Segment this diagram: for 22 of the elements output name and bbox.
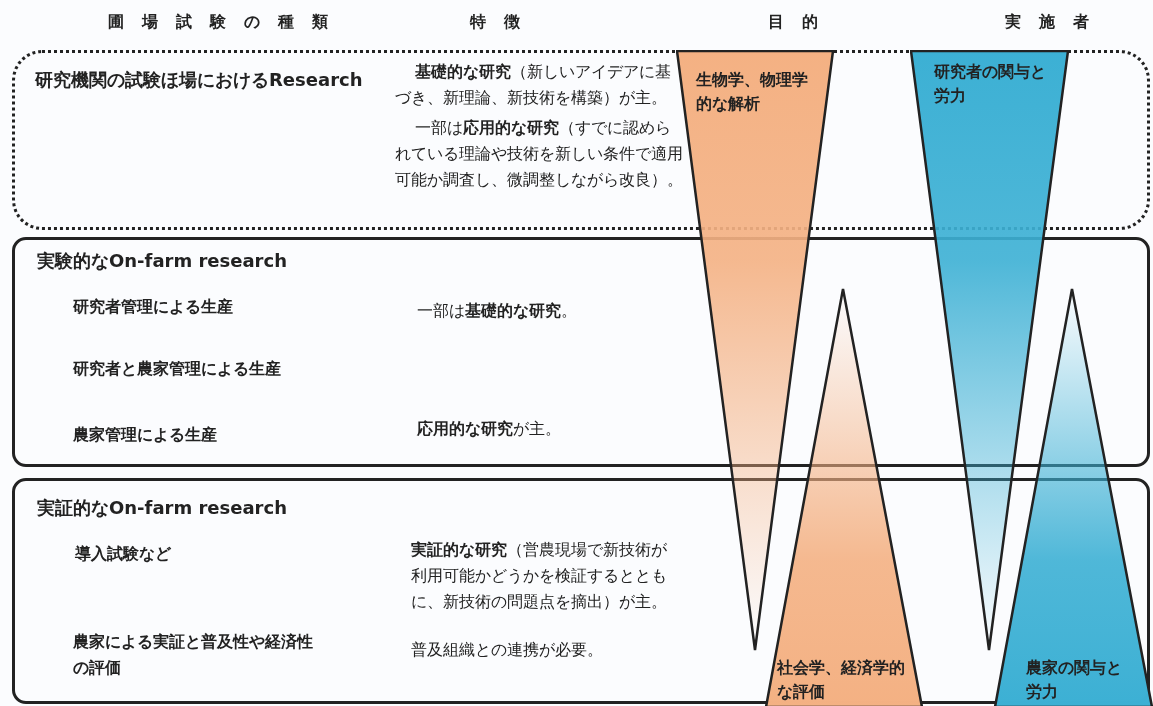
trial-type-text: 農家による実証と普及性や経済性の評価	[73, 631, 313, 679]
column-header: 圃場試験の種類	[108, 12, 346, 33]
triangle-label: 社会学、経済学的な評価	[777, 657, 906, 703]
feature-text: 一部は基礎的な研究。	[417, 300, 578, 322]
triangle-label: 農家の関与と労力	[1026, 657, 1123, 703]
feature-text: 実証的な研究（営農現場で新技術が利用可能かどうかを検証するとともに、新技術の問題点を摘出）が主。	[411, 539, 668, 613]
category-heading: 実験的なOn-farm research	[37, 249, 288, 273]
triangle-label: 生物学、物理学的な解析	[696, 69, 809, 115]
trial-type-text: 農家管理による生産	[73, 424, 218, 446]
category-heading: 研究機関の試験ほ場におけるResearch	[35, 68, 364, 92]
column-header: 目的	[768, 12, 836, 33]
category-heading: 実証的なOn-farm research	[37, 496, 288, 520]
feature-text: 普及組織との連携が必要。	[411, 639, 604, 661]
column-header: 特徴	[470, 12, 538, 33]
feature-text: 応用的な研究が主。	[417, 418, 562, 440]
feature-text: 一部は応用的な研究（すでに認められている理論や技術を新しい条件で適用可能か調査し、微調整しながら改良）。	[395, 117, 684, 191]
trial-type-text: 導入試験など	[75, 543, 172, 565]
triangle-label: 研究者の関与と労力	[934, 61, 1047, 107]
column-header: 実施者	[1005, 12, 1107, 33]
trial-type-text: 研究者と農家管理による生産	[73, 358, 282, 380]
trial-type-text: 研究者管理による生産	[73, 296, 234, 318]
feature-text: 基礎的な研究（新しいアイデアに基づき、新理論、新技術を構築）が主。	[395, 61, 672, 109]
